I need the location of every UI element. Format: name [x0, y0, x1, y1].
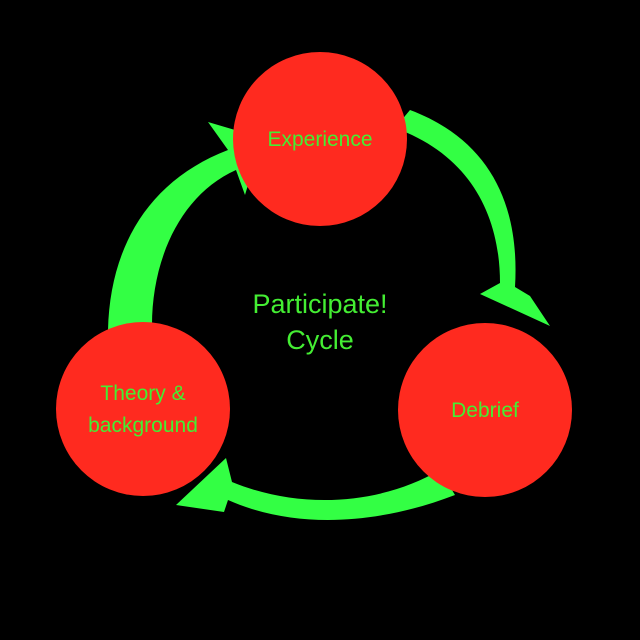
node-debrief: Debrief — [398, 323, 572, 497]
center-title: Participate! Cycle — [252, 289, 387, 355]
arrow-theory-to-experience — [108, 122, 262, 330]
node-debrief-circle — [398, 323, 572, 497]
center-title-line1: Participate! — [252, 289, 387, 319]
node-theory: Theory & background — [56, 322, 230, 496]
node-experience: Experience — [233, 52, 407, 226]
arrow-experience-to-debrief — [395, 110, 550, 326]
arrow-debrief-to-theory — [176, 458, 455, 520]
node-debrief-label: Debrief — [451, 399, 519, 422]
node-experience-label: Experience — [267, 128, 372, 151]
node-theory-label-line1: Theory & — [100, 382, 185, 405]
node-theory-label-line2: background — [88, 414, 198, 437]
cycle-arrows — [108, 110, 550, 520]
node-experience-circle — [233, 52, 407, 226]
center-title-line2: Cycle — [286, 325, 354, 355]
node-theory-circle — [56, 322, 230, 496]
